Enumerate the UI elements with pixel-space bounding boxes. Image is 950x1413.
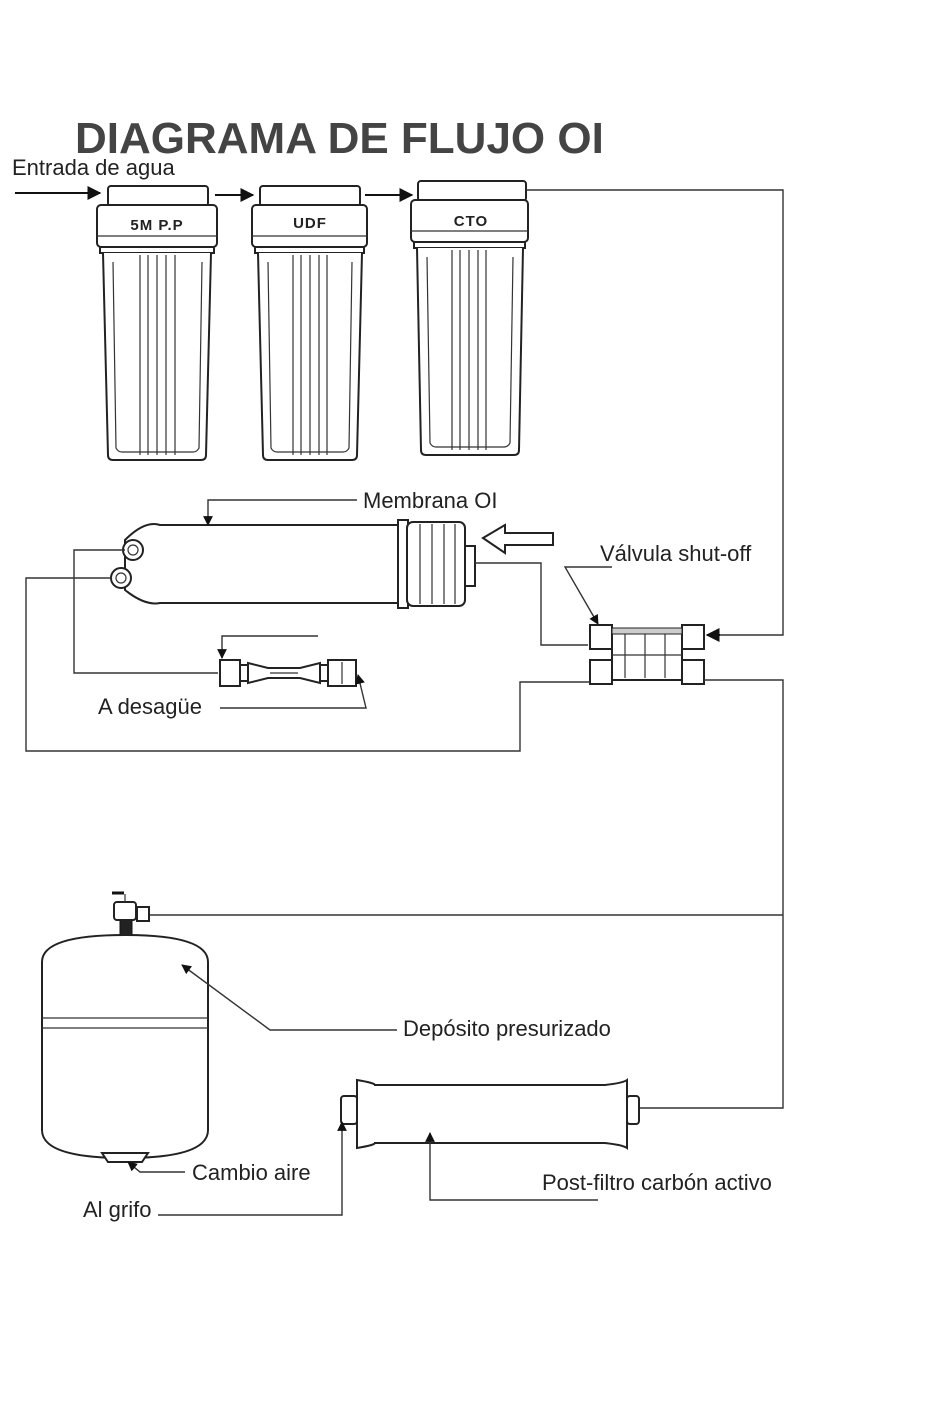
- pipe-membrane-to-valve: [475, 563, 588, 645]
- pipe-valve-to-post-filter: [636, 680, 783, 1108]
- drain-label: A desagüe: [98, 694, 202, 719]
- flow-restrictor: [220, 660, 356, 686]
- drain-inflow-arrow: [222, 636, 318, 658]
- filter-3-cap-label: CTO: [454, 213, 488, 230]
- post-filter-label: Post-filtro carbón activo: [542, 1170, 772, 1195]
- pressure-tank: [42, 893, 208, 1162]
- faucet-label: Al grifo: [83, 1197, 151, 1222]
- membrane-leader: [208, 500, 357, 525]
- tank-label: Depósito presurizado: [403, 1016, 611, 1041]
- membrane-label: Membrana OI: [363, 488, 498, 513]
- post-filter: [341, 1080, 639, 1148]
- inlet-label: Entrada de agua: [12, 155, 175, 180]
- filter-housing-1: 5M P.P: [97, 186, 217, 460]
- filter-1-cap-label: 5M P.P: [130, 217, 183, 234]
- valve-leader: [565, 567, 612, 624]
- filter-housing-3: CTO: [411, 181, 528, 455]
- filter-housing-2: UDF: [252, 186, 367, 460]
- air-change-leader: [128, 1162, 185, 1172]
- shutoff-valve: [590, 625, 704, 684]
- air-change-label: Cambio aire: [192, 1160, 311, 1185]
- pipe-cto-to-valve: [526, 190, 783, 635]
- filter-2-cap-label: UDF: [293, 215, 327, 232]
- membrane-inflow-arrow: [483, 525, 553, 553]
- ro-membrane: [111, 520, 475, 608]
- tank-leader: [182, 965, 397, 1030]
- valve-label: Válvula shut-off: [600, 541, 752, 566]
